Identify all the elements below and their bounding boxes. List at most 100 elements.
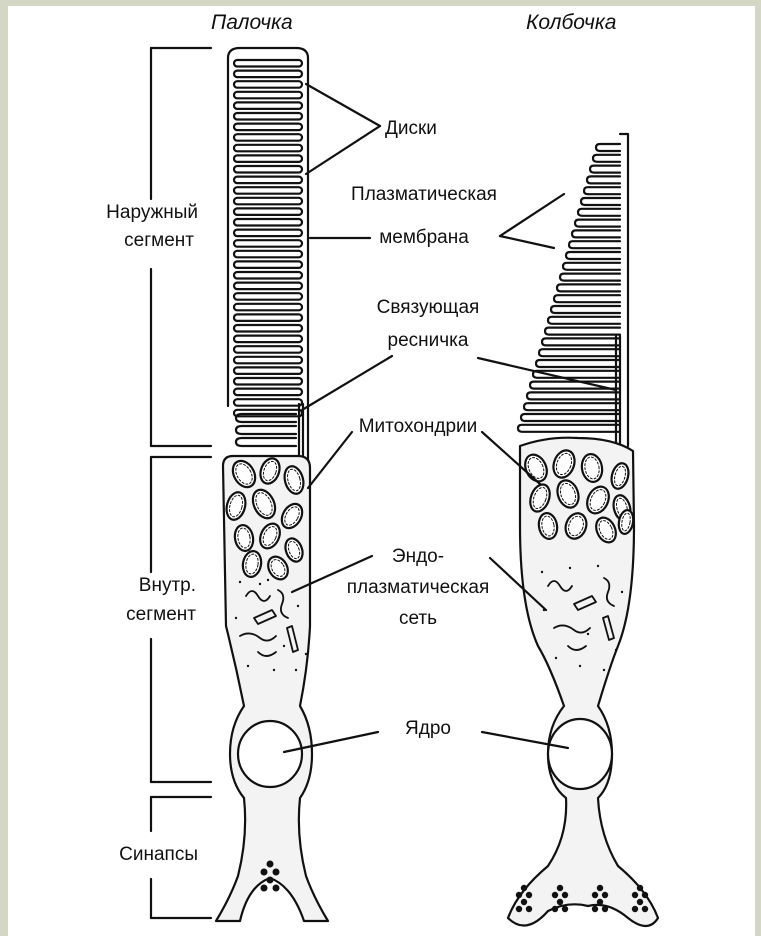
cone-outer-membrane (620, 134, 628, 446)
photoreceptor-illustration (8, 6, 755, 936)
cone-nucleus (548, 719, 612, 789)
cone-lamella (554, 295, 620, 302)
er-granule (603, 669, 605, 671)
rod-disc (234, 367, 302, 374)
cone-lamella (518, 425, 620, 432)
cone-lamella (560, 274, 620, 281)
rod-disc (234, 389, 302, 396)
er-granule (283, 645, 285, 647)
rod-disc (234, 81, 302, 88)
rod-discs (234, 60, 302, 446)
cone-synaptic-vesicle (562, 906, 568, 912)
cone-synaptic-vesicle (557, 899, 563, 905)
rod-disc (234, 187, 302, 194)
rod-disc (234, 230, 302, 237)
rod-disc (234, 399, 302, 406)
rod-disc (234, 113, 302, 120)
cone-synaptic-vesicle (526, 906, 532, 912)
cone-lamella (551, 306, 620, 313)
rod-disc (234, 283, 302, 290)
rod-disc (234, 208, 302, 215)
er-granule (259, 583, 261, 585)
cone-lamella (575, 220, 620, 227)
rod-disc (234, 240, 302, 247)
rod-disc (234, 219, 302, 226)
rod-disc (234, 166, 302, 173)
cone-lamella (536, 360, 620, 367)
title-cone: Колбочка (526, 12, 616, 34)
rod-disc (234, 314, 302, 321)
label-cilium-2: ресничка (358, 330, 498, 352)
rod-disc (234, 336, 302, 343)
cone-synaptic-vesicle (632, 892, 638, 898)
rod-disc (234, 346, 302, 353)
label-membrane-1: Плазматическая (338, 184, 510, 206)
rod-disc (234, 357, 302, 364)
cone-lamella (578, 209, 620, 216)
label-nucleus: Ядро (378, 718, 478, 740)
cone-lamella (524, 403, 620, 410)
rod-disc (234, 60, 302, 67)
rod-disc (234, 304, 302, 311)
er-granule (569, 567, 571, 569)
leader-cilium-cone (478, 358, 616, 390)
rod-disc (234, 378, 302, 385)
cone-synaptic-vesicle (516, 906, 522, 912)
rod-disc (234, 145, 302, 152)
leader-discs (306, 84, 380, 174)
label-membrane-2: мембрана (338, 227, 510, 249)
er-granule (297, 605, 299, 607)
rod-open-disc (236, 426, 296, 434)
cone-connecting-cilium (616, 336, 620, 446)
cone-lamella (557, 284, 620, 291)
rod-disc (234, 71, 302, 78)
label-discs: Диски (385, 118, 437, 140)
er-granule (247, 665, 249, 667)
cone-synaptic-vesicle (637, 885, 643, 891)
er-granule (615, 649, 617, 651)
rod-disc (234, 124, 302, 131)
cone-lamella (593, 155, 620, 162)
cone-lamella (596, 144, 620, 151)
cone-synaptic-vesicle (592, 906, 598, 912)
er-granule (295, 669, 297, 671)
cone-lamella (584, 187, 620, 194)
cone-lamella (587, 176, 620, 183)
cone-lamella (527, 392, 620, 399)
er-granule (541, 571, 543, 573)
cone-synaptic-vesicle (632, 906, 638, 912)
cone-synaptic-vesicle (521, 885, 527, 891)
label-outer-segment-1: Наружный (68, 202, 198, 224)
label-inner-segment-2: сегмент (68, 604, 196, 626)
rod-disc (234, 293, 302, 300)
cone-synaptic-vesicle (521, 899, 527, 905)
cone-synaptic-vesicle (557, 885, 563, 891)
cone-synaptic-vesicle (642, 892, 648, 898)
label-er-2: плазматическая (328, 577, 508, 599)
rod-disc (234, 261, 302, 268)
er-granule (235, 617, 237, 619)
leader-cilium-rod (302, 356, 392, 410)
label-er-3: сеть (338, 608, 498, 630)
rod-open-disc (236, 438, 296, 446)
cone-synaptic-vesicle (562, 892, 568, 898)
er-granule (305, 653, 307, 655)
cone-lamella (569, 241, 620, 248)
er-granule (267, 579, 269, 581)
cone-lamella (572, 230, 620, 237)
cone-lamella (566, 252, 620, 259)
label-er-1: Эндо- (338, 546, 498, 568)
cone-synaptic-vesicle (642, 906, 648, 912)
er-granule (555, 657, 557, 659)
leader-mito-rod (308, 432, 352, 488)
cone-synaptic-vesicle (526, 892, 532, 898)
cone-inner-segment (508, 438, 658, 926)
rod-disc (234, 198, 302, 205)
cone-lamella (581, 198, 620, 205)
label-mitochondria: Митохондрии (338, 416, 498, 438)
cone-lamella (590, 166, 620, 173)
er-granule (597, 565, 599, 567)
cone-synaptic-vesicle (552, 892, 558, 898)
label-synapses: Синапсы (68, 844, 198, 866)
cone-lamella (563, 263, 620, 270)
